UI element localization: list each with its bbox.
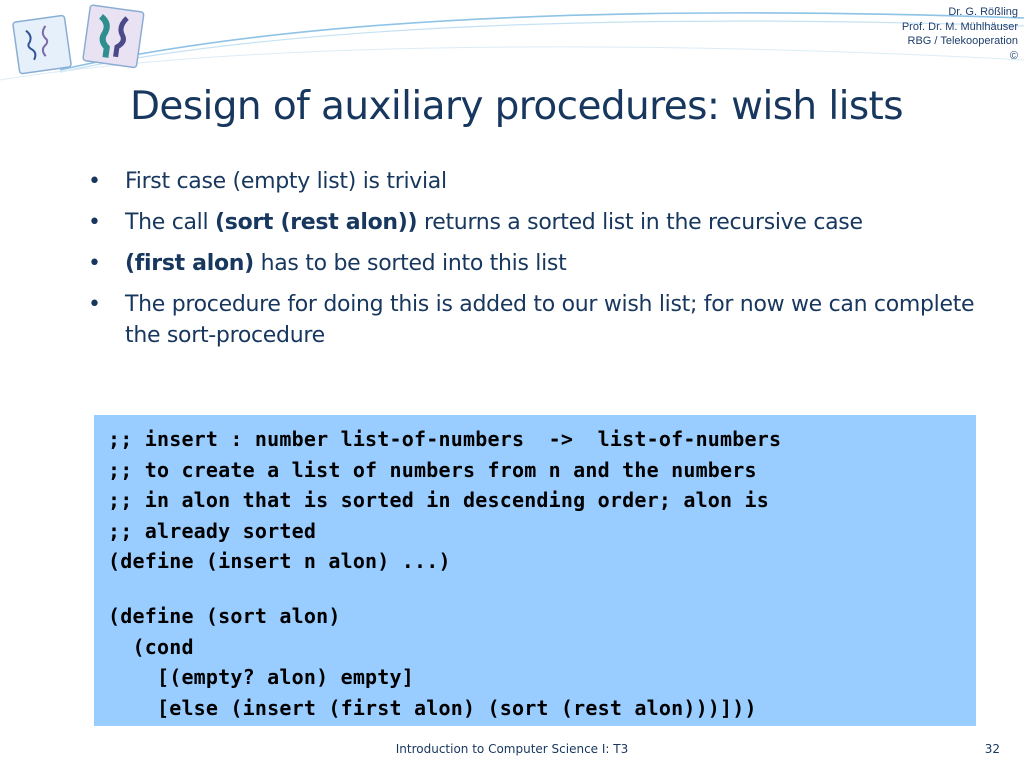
slide-title: Design of auxiliary procedures: wish lis… [130,84,904,129]
code-listing: ;; insert : number list-of-numbers -> li… [94,415,976,726]
logo-faces-icon [12,4,145,75]
bullet-code-fragment: (sort (rest alon)) [215,210,418,235]
sort-definition-code: (define (sort alon) (cond [(empty? alon)… [108,603,757,720]
credit-line-2: Prof. Dr. M. Mühlhäuser [901,20,1018,33]
bullet-text: has to be sorted into this list [253,251,567,276]
bullet-text: First case (empty list) is trivial [125,169,447,194]
bullet-item: • The procedure for doing this is added … [88,289,998,351]
author-credits: Dr. G. Rößling Prof. Dr. M. Mühlhäuser R… [902,5,1018,63]
bullet-item: • The call (sort (rest alon)) returns a … [88,207,998,238]
bullet-dot-icon: • [88,251,101,276]
bullet-list: • First case (empty list) is trivial • T… [88,166,998,361]
credit-line-4: © [1009,49,1018,62]
bullet-dot-icon: • [88,292,101,317]
bullet-code-fragment: (first alon) [125,251,254,276]
header-swoosh-decoration [0,12,1024,81]
bullet-text: returns a sorted list in the recursive c… [417,210,863,235]
bullet-item: • (first alon) has to be sorted into thi… [88,248,998,279]
bullet-text: The call [125,210,216,235]
bullet-text: The procedure for doing this is added to… [125,292,975,348]
footer-course-title: Introduction to Computer Science I: T3 [395,742,629,756]
bullet-item: • First case (empty list) is trivial [88,166,998,197]
bullet-dot-icon: • [88,210,101,235]
page-number: 32 [984,742,1000,756]
credit-line-3: RBG / Telekooperation [907,35,1018,47]
credit-line-1: Dr. G. Rößling [948,6,1018,18]
insert-contract-code: ;; insert : number list-of-numbers -> li… [108,427,782,574]
bullet-dot-icon: • [88,169,101,194]
